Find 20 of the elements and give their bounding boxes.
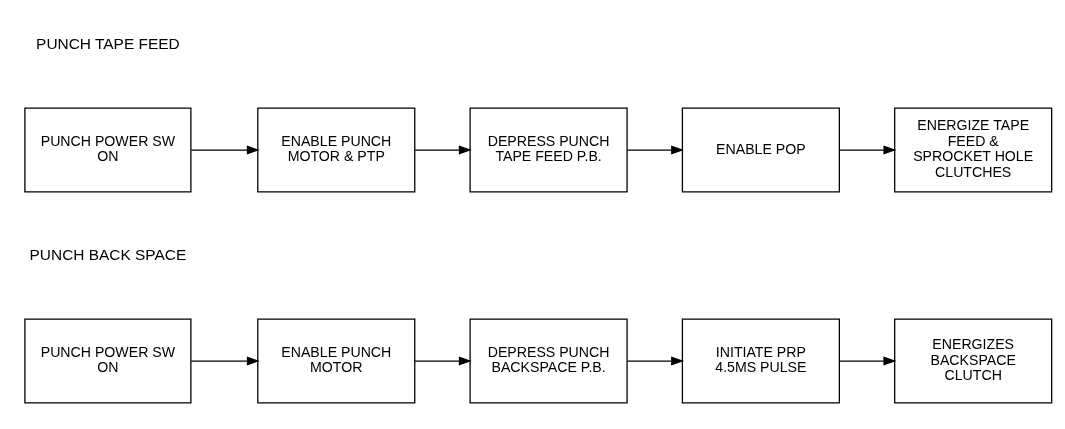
node-box: ENABLE POP (681, 107, 840, 192)
arrow (626, 145, 684, 155)
arrow (190, 356, 260, 366)
arrow (414, 356, 472, 366)
arrow (626, 356, 684, 366)
node-box: DEPRESS PUNCH TAPE FEED P.B. (469, 107, 628, 192)
arrow (839, 145, 897, 155)
label: PUNCH TAPE FEED (36, 34, 180, 52)
node-box: ENABLE PUNCH MOTOR (257, 318, 416, 403)
node-box: ENERGIZE TAPE FEED & SPROCKET HOLE CLUTCHES (894, 107, 1053, 192)
node-box: ENERGIZES BACKSPACE CLUTCH (894, 318, 1053, 403)
node-box: ENABLE PUNCH MOTOR & PTP (257, 107, 416, 192)
arrow (839, 356, 897, 366)
node-box: PUNCH POWER SW ON (24, 107, 192, 192)
label: PUNCH BACK SPACE (29, 245, 187, 263)
arrow (190, 145, 260, 155)
node-box: PUNCH POWER SW ON (24, 318, 192, 403)
node-box: INITIATE PRP 4.5MS PULSE (681, 318, 840, 403)
arrow (414, 145, 472, 155)
node-box: DEPRESS PUNCH BACKSPACE P.B. (469, 318, 628, 403)
